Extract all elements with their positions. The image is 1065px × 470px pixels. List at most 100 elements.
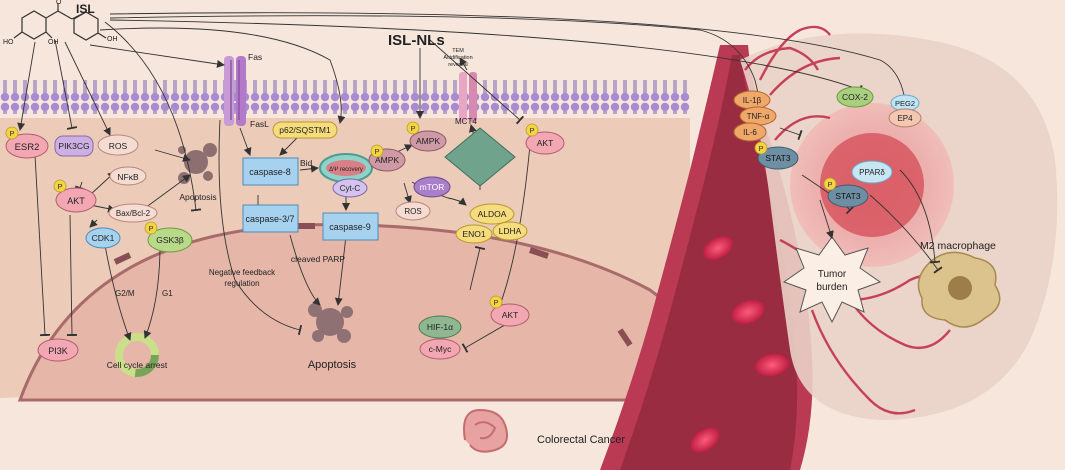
phospho-label: P	[9, 129, 14, 138]
red-blood-cell	[690, 427, 720, 453]
apoptosis-small-label: Apoptosis	[179, 192, 216, 202]
phospho-label: P	[374, 147, 379, 156]
esr2-label: ESR2	[15, 142, 40, 153]
pi3k-node	[37, 338, 79, 362]
bax-node	[108, 203, 158, 223]
gsk3b-node	[147, 227, 193, 253]
cdk1-label: CDK1	[92, 233, 115, 243]
cdk1-node	[85, 227, 121, 249]
red-blood-cell	[703, 236, 733, 260]
g2m-label: G2/M	[115, 289, 135, 298]
stat3-nuclear-label: STAT3	[835, 191, 860, 201]
cleaved-parp-label: cleaved PARP	[291, 254, 346, 264]
p62-label: p62/SQSTM1	[279, 125, 331, 135]
apoptotic-cell-small	[178, 143, 217, 184]
caspase37-label: caspase-3/7	[245, 214, 294, 224]
akt-right-bottom-node	[490, 303, 530, 327]
pik3cg-label: PIK3CG	[58, 141, 89, 151]
ros-node-top	[97, 134, 139, 156]
red-blood-cell	[731, 300, 765, 324]
cell-membrane	[0, 80, 690, 114]
apoptosis-big-label: Apoptosis	[308, 359, 357, 371]
il6-label: IL-6	[743, 128, 757, 137]
cmyc-node	[419, 338, 461, 360]
p62-node	[272, 121, 338, 139]
ldha-label: LDHA	[499, 226, 522, 236]
apoptotic-cell-large	[308, 303, 353, 343]
phospho-label: P	[493, 298, 498, 307]
gsk3b-label: GSK3β	[156, 235, 184, 245]
macrophage-nucleus	[948, 276, 972, 300]
cmyc-label: c-Myc	[429, 344, 452, 354]
tumor-burden-line1: Tumor	[818, 269, 847, 280]
colorectal-cancer-label: Colorectal Cancer	[537, 434, 625, 446]
akt-right-bottom-label: AKT	[502, 310, 519, 320]
lactic-acid-diamond	[444, 127, 516, 187]
hif1a-node	[418, 315, 462, 339]
isl-oh-right: OH	[107, 36, 118, 43]
nfkb-node	[109, 166, 147, 186]
isl-ho: HO	[3, 39, 14, 46]
tumor-burden-star	[782, 236, 882, 324]
tem-note-line1: TEM	[452, 48, 464, 54]
cell-cycle-label: Cell cycle arrest	[107, 360, 168, 370]
eno1-label: ENO1	[462, 229, 485, 239]
ep4-label: EP4	[897, 114, 913, 123]
tem-note-line3: reversal	[448, 62, 468, 68]
mitochondrion	[319, 153, 373, 183]
ampk-mito-label: AMPK	[375, 155, 399, 165]
ampk-top-node	[409, 130, 447, 152]
hif1a-label: HIF-1α	[427, 322, 453, 332]
akt-left-node	[55, 187, 97, 213]
isl-nls-label: ISL-NLs	[388, 32, 445, 49]
ldha-node	[492, 221, 528, 241]
ppard-label: PPARδ	[859, 168, 885, 177]
fas-receptor	[224, 56, 246, 126]
cytc-node	[332, 178, 368, 198]
akt-right-top-node	[525, 131, 565, 155]
pik3cg-node	[54, 135, 94, 157]
akt-left-label: AKT	[67, 196, 85, 206]
ppard-node	[851, 160, 893, 184]
cytc-label: Cyt-C	[340, 184, 361, 193]
tnfa-label: TNF-α	[747, 112, 770, 121]
caspase8-box	[242, 157, 299, 186]
mct4-channel	[459, 72, 477, 122]
tem-note-line2: Acidification	[443, 55, 472, 61]
phospho-label: P	[827, 180, 832, 189]
phospho-label: P	[148, 224, 153, 233]
nuclear-pore	[113, 252, 132, 265]
red-blood-cell	[755, 353, 789, 377]
ep4-node	[888, 108, 922, 128]
mct4-label: MCT4	[455, 117, 477, 126]
tumor-burden-line2: burden	[816, 282, 847, 293]
phospho-labels: P P P P P P P P P	[9, 124, 832, 307]
pi3k-label: PI3K	[48, 346, 68, 356]
fas-label: Fas	[248, 52, 262, 62]
fasl-label: FasL	[250, 119, 269, 129]
ampk-top-label: AMPK	[416, 136, 440, 146]
nuclear-pore	[529, 247, 549, 259]
eno1-node	[455, 224, 493, 244]
cox2-label: COX-2	[842, 92, 868, 102]
mtor-label: mTOR	[420, 182, 445, 192]
bid-label: Bid	[300, 158, 313, 168]
caspase8-label: caspase-8	[249, 167, 291, 177]
akt-right-top-label: AKT	[537, 138, 554, 148]
bax-label: Bax/Bcl-2	[116, 209, 151, 218]
nfkb-label: NFκB	[117, 172, 139, 182]
negative-feedback-line1: Negative feedback	[209, 268, 276, 277]
aldoa-label: ALDOA	[478, 209, 507, 219]
phospho-label: P	[529, 126, 534, 135]
caspase37-box	[242, 204, 299, 233]
ros-node-mid	[395, 201, 431, 221]
il6-node	[733, 122, 767, 142]
dpsi-label: ΔΨ recovery	[329, 167, 363, 173]
phospho-markers	[5, 121, 837, 309]
g1-label: G1	[162, 289, 173, 298]
cell-cycle-icon	[115, 333, 159, 377]
negative-feedback-line2: regulation	[224, 279, 259, 288]
blood-vessel-lumen	[620, 55, 798, 470]
